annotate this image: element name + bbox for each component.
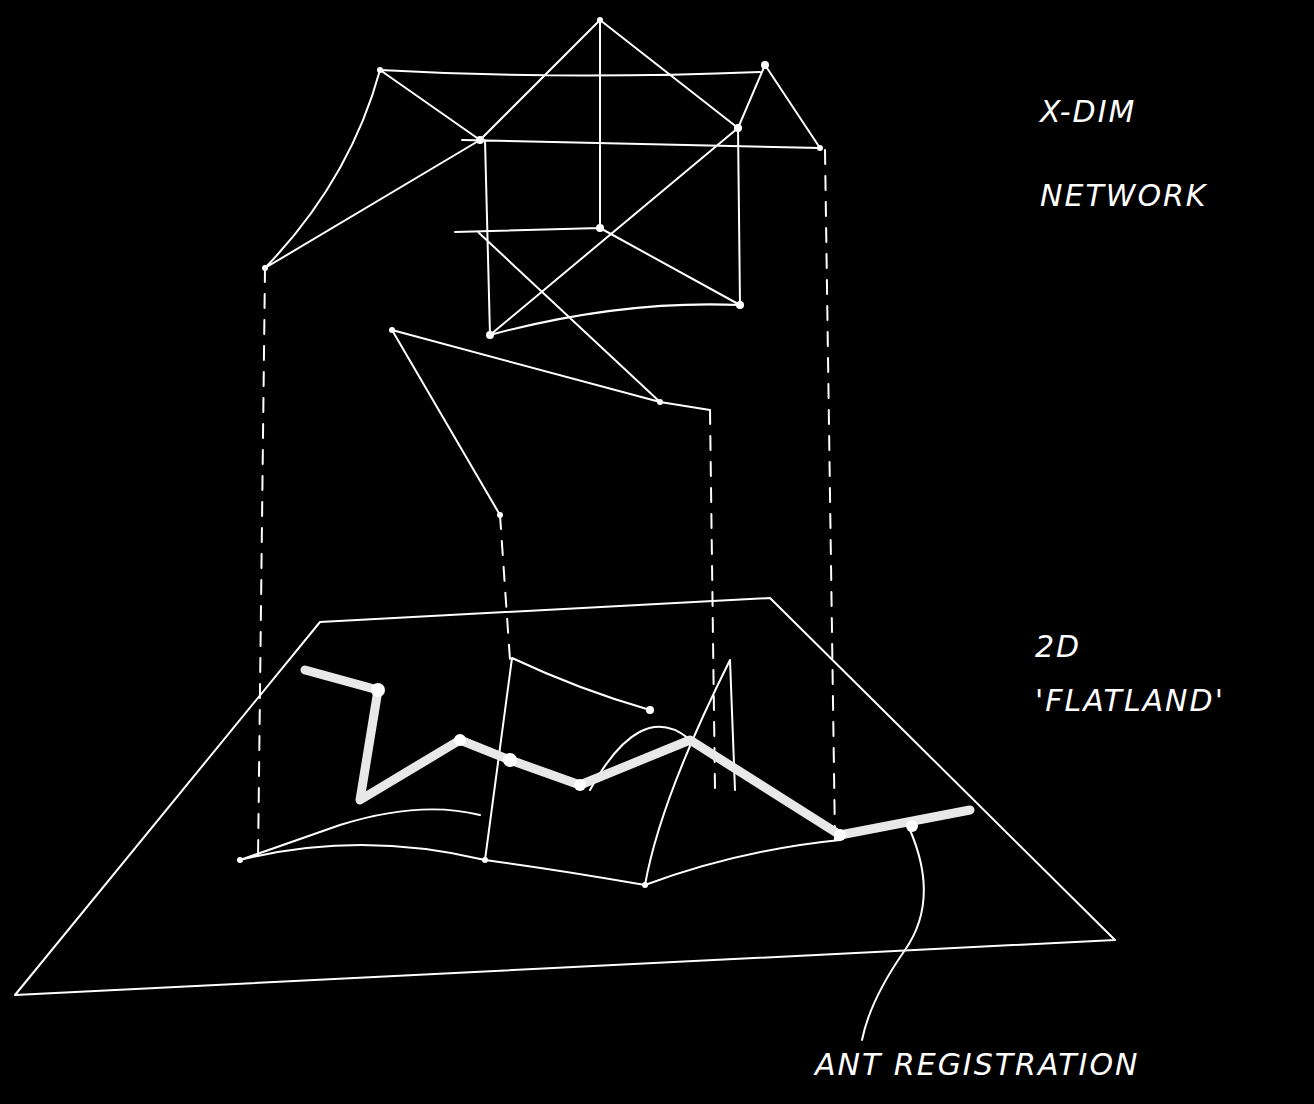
dot: [597, 17, 603, 23]
dot: [657, 399, 663, 405]
dot: [389, 327, 395, 333]
flatland-plane: [15, 598, 1115, 995]
dot: [734, 124, 742, 132]
dot: [486, 331, 494, 339]
dot: [736, 301, 744, 309]
callout-label: ANT REGISTRATION: [815, 1045, 1235, 1085]
dot: [906, 820, 918, 832]
dot: [761, 61, 769, 69]
dot: [817, 145, 823, 151]
dot: [237, 857, 243, 863]
dot: [262, 265, 268, 271]
dot: [503, 753, 517, 767]
dot: [574, 779, 586, 791]
dot: [377, 67, 383, 73]
dot: [497, 512, 503, 518]
network-dots: [237, 17, 918, 888]
flatland-label: 2D 'FLATLAND': [1035, 620, 1235, 728]
dot: [646, 706, 654, 714]
dot: [454, 734, 466, 746]
leader-line: [862, 830, 924, 1040]
dot: [476, 136, 484, 144]
network-label: X-DIM NETWORK: [1040, 70, 1240, 238]
dot: [482, 857, 488, 863]
dot: [596, 224, 604, 232]
dot: [642, 882, 648, 888]
projection-lines: [258, 150, 835, 860]
ant-path: [305, 670, 970, 835]
dot: [371, 683, 385, 697]
dot: [834, 829, 846, 841]
network-lines: [15, 20, 1115, 1040]
x-dim-network: [265, 20, 820, 515]
